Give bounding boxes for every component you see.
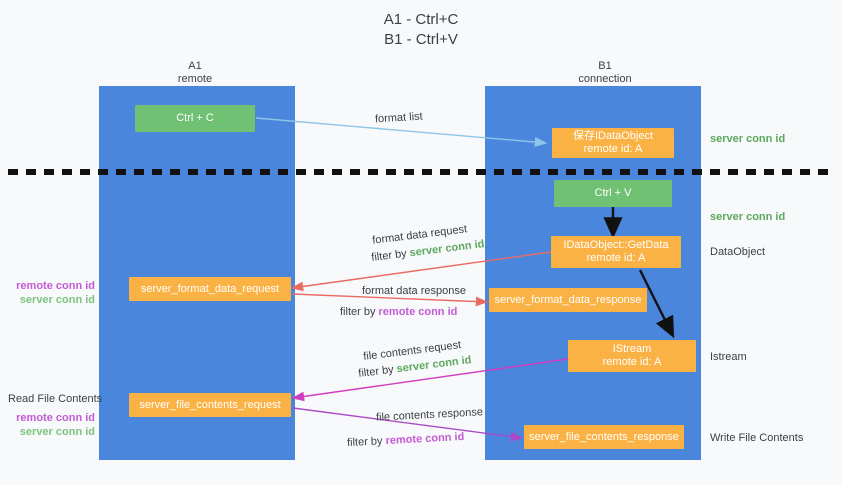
label-file-contents-request-filter-prefix: filter by [357, 363, 398, 380]
column-header-b1-sub: connection [578, 73, 632, 85]
label-file-contents-response-filter: filter by remote conn id [347, 430, 465, 450]
label-right-istream: Istream [710, 351, 747, 363]
title-line-2: B1 - Ctrl+V [384, 31, 458, 48]
box-ctrl-c-label: Ctrl + C [176, 112, 214, 124]
box-istream-line1: IStream [612, 343, 652, 355]
label-format-list: format list [374, 110, 424, 126]
column-header-a1: A1 remote [115, 60, 275, 86]
title-line-1: A1 - Ctrl+C [383, 11, 459, 28]
label-right-server-conn-id-2: server conn id [710, 211, 786, 223]
label-file-contents-response: file contents response [375, 406, 484, 424]
label-format-data-response: format data response [362, 285, 466, 297]
box-server-file-contents-request[interactable]: server_file_contents_request [129, 393, 291, 417]
box-getdata-line2: remote id: A [586, 252, 646, 264]
box-server-file-contents-response[interactable]: server_file_contents_response [524, 425, 684, 449]
box-server-file-contents-request-label: server_file_contents_request [139, 398, 281, 411]
label-left-conn-id-pair-2: remote conn id server conn id [0, 411, 95, 439]
box-istream-line2: remote id: A [602, 356, 662, 368]
box-ctrl-c[interactable]: Ctrl + C [135, 105, 255, 132]
label-left-remote-conn-id-1: remote conn id [16, 280, 95, 292]
label-format-data-request-filter-prefix: filter by [370, 247, 411, 264]
label-left-read-file-contents: Read File Contents [8, 393, 103, 405]
label-left-remote-conn-id-2: remote conn id [16, 412, 95, 424]
box-idataobject-line2: remote id: A [583, 143, 643, 155]
label-format-data-response-filter-value: remote conn id [378, 306, 458, 318]
box-ctrl-v[interactable]: Ctrl + V [554, 180, 672, 207]
label-right-dataobject: DataObject [710, 246, 766, 258]
box-getdata-line1: IDataObject::GetData [563, 239, 669, 251]
box-server-file-contents-response-label: server_file_contents_response [529, 430, 679, 443]
label-left-server-conn-id-1: server conn id [19, 294, 95, 306]
box-idataobject-getdata[interactable]: IDataObject::GetData remote id: A [551, 236, 681, 268]
box-server-format-data-request[interactable]: server_format_data_request [129, 277, 291, 301]
label-file-contents-response-filter-prefix: filter by [346, 435, 386, 450]
box-server-format-data-response[interactable]: server_format_data_response [489, 288, 647, 312]
box-server-format-data-response-label: server_format_data_response [494, 293, 642, 306]
label-right-write-file-contents: Write File Contents [710, 432, 804, 444]
column-header-a1-sub: remote [177, 73, 213, 85]
column-header-b1: B1 connection [525, 60, 685, 86]
box-idataobject-line1: 保存IDataObject [572, 130, 654, 142]
box-idataobject[interactable]: 保存IDataObject remote id: A [552, 128, 674, 158]
label-left-server-conn-id-2: server conn id [19, 426, 95, 438]
label-left-conn-id-pair-1: remote conn id server conn id [0, 279, 95, 307]
label-file-contents-response-filter-value: remote conn id [385, 430, 465, 448]
label-right-server-conn-id-1: server conn id [710, 133, 786, 145]
column-header-b1-name: B1 [598, 60, 612, 72]
box-ctrl-v-label: Ctrl + V [594, 187, 632, 199]
box-server-format-data-request-label: server_format_data_request [140, 282, 280, 295]
label-format-data-response-filter-prefix: filter by [340, 306, 379, 318]
page-title: A1 - Ctrl+C B1 - Ctrl+V [0, 10, 842, 50]
label-format-data-response-filter: filter by remote conn id [340, 305, 457, 319]
column-header-a1-name: A1 [188, 60, 202, 72]
box-istream[interactable]: IStream remote id: A [568, 340, 696, 372]
